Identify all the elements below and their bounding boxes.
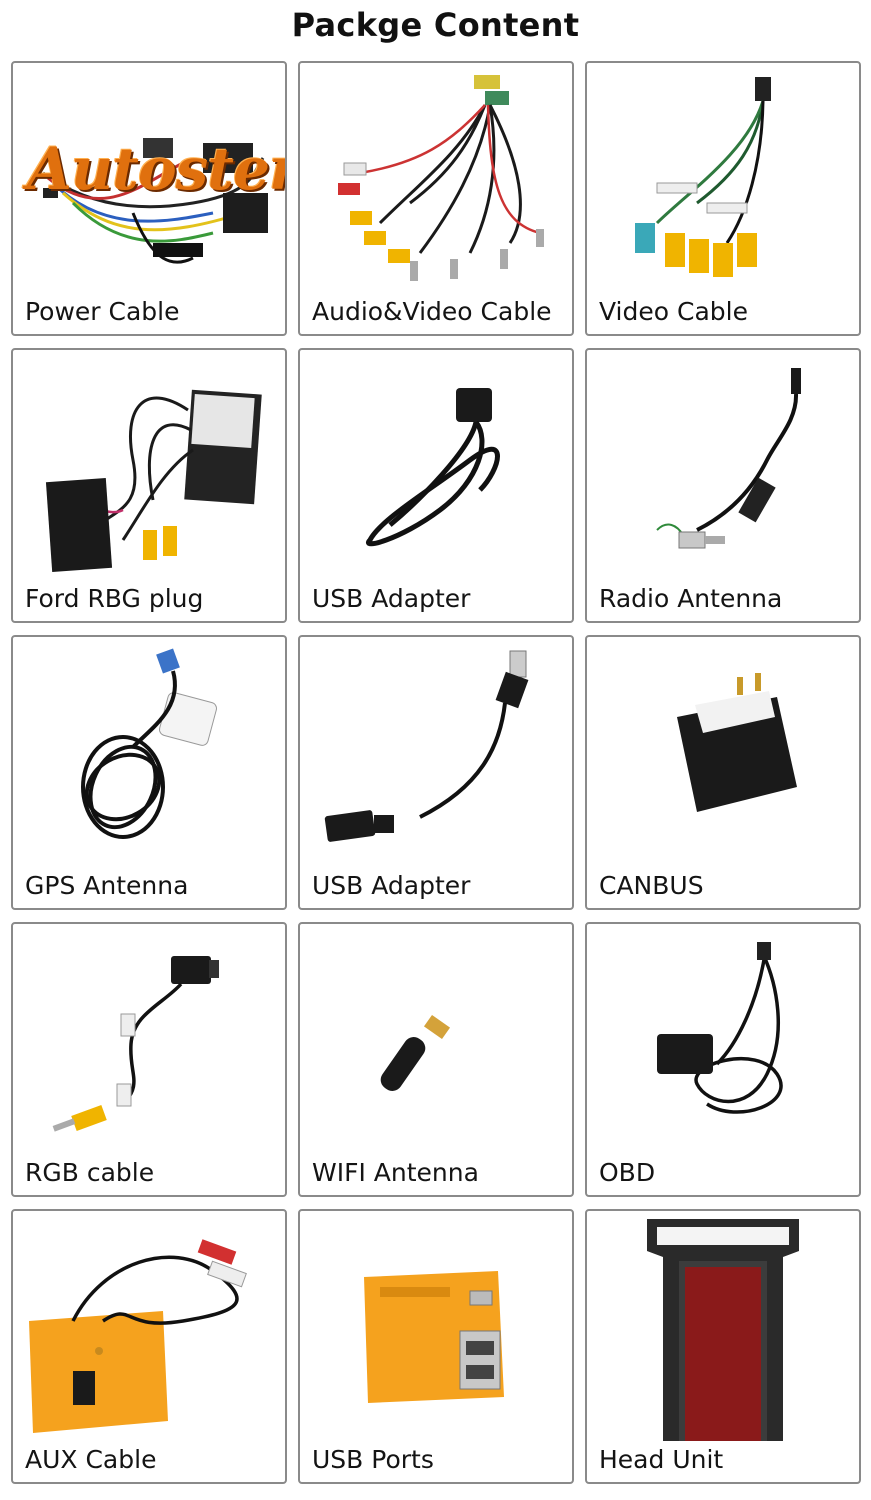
item-label: Audio&Video Cable [312,297,552,326]
head-unit-icon [647,1219,799,1441]
page-title: Packge Content [291,6,580,44]
item-card-rgb-cable: RGB cable [11,922,287,1197]
item-card-power-cable: Autostereo Power Cable [11,61,287,336]
gps-antenna-icon [81,648,217,839]
item-card-radio-antenna: Radio Antenna [585,348,861,623]
item-label: USB Adapter [312,584,471,613]
usb-ports-icon [364,1271,504,1403]
item-card-usb-adapter: USB Adapter [298,348,574,623]
item-card-canbus: CANBUS [585,635,861,910]
item-card-video-cable: Video Cable [585,61,861,336]
item-label: Ford RBG plug [25,584,204,613]
item-card-aux-cable: AUX Cable [11,1209,287,1484]
autostereo-watermark: Autostereo [27,135,285,203]
package-content-grid: Autostereo Power Cable [11,61,861,1484]
usb-adapter-icon [324,650,529,842]
aux-cable-icon [29,1239,247,1433]
item-card-usb-ports: USB Ports [298,1209,574,1484]
wifi-antenna-icon [380,1014,451,1091]
item-card-usb-adapter-2: USB Adapter [298,635,574,910]
item-label: CANBUS [599,871,704,900]
item-label: Head Unit [599,1445,724,1474]
item-label: WIFI Antenna [312,1158,479,1187]
item-label: OBD [599,1158,656,1187]
canbus-icon [677,673,797,812]
ford-rbg-plug-icon [45,389,262,572]
audio-video-cable-icon [338,75,544,281]
item-card-head-unit: Head Unit [585,1209,861,1484]
item-card-wifi-antenna: WIFI Antenna [298,922,574,1197]
item-card-audio-video-cable: Audio&Video Cable [298,61,574,336]
power-cable-icon [42,138,268,264]
item-label: Video Cable [599,297,748,326]
item-card-gps-antenna: GPS Antenna [11,635,287,910]
item-card-ford-rbg-plug: Ford RBG plug [11,348,287,623]
item-label: RGB cable [25,1158,155,1187]
item-label: USB Adapter [312,871,471,900]
item-label: AUX Cable [25,1445,157,1474]
item-card-obd: OBD [585,922,861,1197]
video-cable-icon [635,77,771,277]
rgb-cable-icon [52,956,219,1132]
item-label: GPS Antenna [25,871,189,900]
item-label: USB Ports [312,1445,434,1474]
item-label: Radio Antenna [599,584,783,613]
item-label: Power Cable [25,297,180,326]
radio-antenna-icon [656,368,801,549]
usb-adapter-icon [365,388,500,547]
obd-icon [657,942,783,1114]
